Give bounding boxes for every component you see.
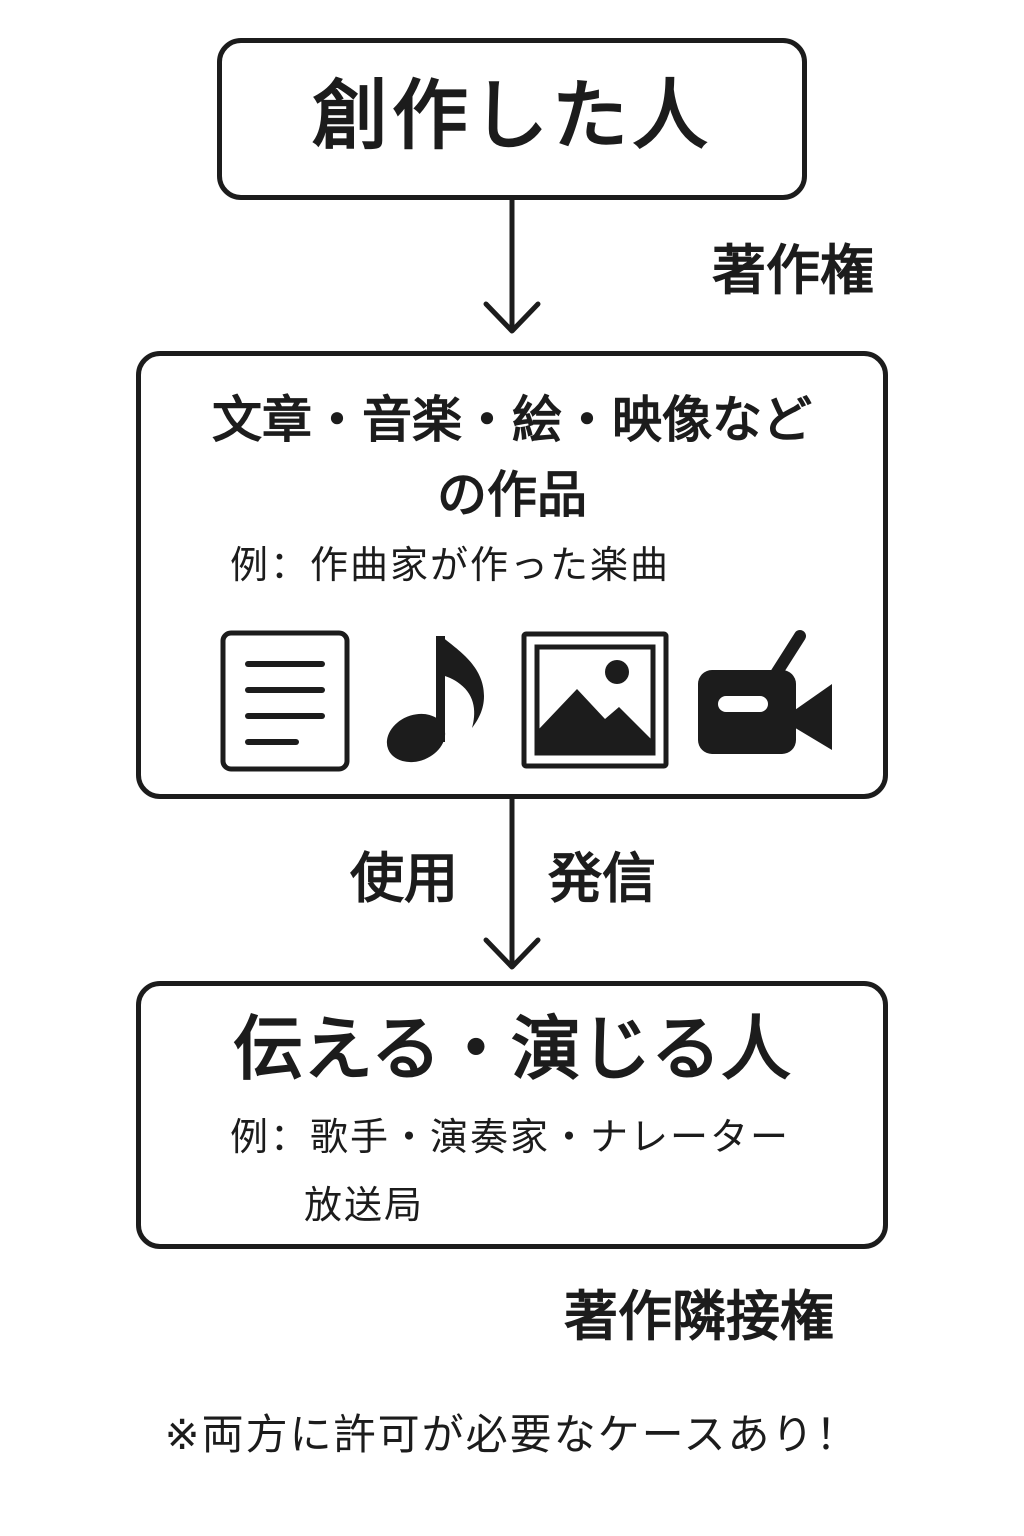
works-title-line2: の作品	[437, 466, 587, 524]
music-note-icon	[386, 636, 484, 763]
creator-box	[217, 38, 807, 200]
performer-example-line1: 例：歌手・演奏家・ナレーター	[230, 1115, 791, 1159]
performer-box	[136, 981, 888, 1249]
arrowhead-bottom	[483, 937, 541, 970]
performer-title: 伝える・演じる人	[233, 1008, 791, 1090]
send-label: 発信	[548, 847, 656, 910]
copyright-label: 著作権	[712, 239, 874, 302]
footnote: ※両方に許可が必要なケースあり！	[164, 1410, 860, 1459]
neighboring-rights-label: 著作隣接権	[564, 1285, 834, 1348]
works-title-line1: 文章・音楽・絵・映像など	[212, 391, 812, 449]
document-icon	[220, 630, 350, 772]
picture-icon	[521, 631, 669, 769]
performer-example-line2: 放送局	[304, 1183, 425, 1227]
creator-title: 創作した人	[312, 71, 712, 160]
works-example: 例：作曲家が作った楽曲	[230, 543, 671, 587]
arrowhead-top	[483, 301, 541, 334]
video-camera-icon	[698, 630, 832, 754]
use-label: 使用	[350, 847, 458, 910]
